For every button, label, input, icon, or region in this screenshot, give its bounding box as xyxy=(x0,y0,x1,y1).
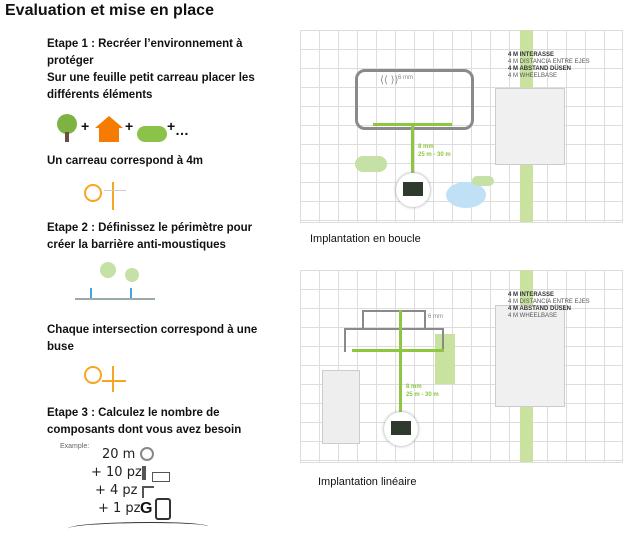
bush-icon xyxy=(137,126,167,142)
lightbulb-icon xyxy=(84,184,102,202)
lightbulb-icon xyxy=(84,366,102,384)
terrace xyxy=(322,370,360,444)
perimeter-illustration xyxy=(70,262,160,307)
example-line: + 10 pz xyxy=(91,465,142,480)
bush xyxy=(355,156,387,172)
step2-note: Chaque intersection correspond à une bus… xyxy=(47,324,258,353)
underline-stroke xyxy=(68,522,208,533)
step1-note: Un carreau correspond à 4m xyxy=(47,155,203,167)
intersection-icon xyxy=(80,362,130,394)
pipe-6mm-label: 6 mm xyxy=(398,75,413,81)
example-line: 20 m xyxy=(102,447,136,462)
elbow-icon xyxy=(142,486,154,498)
length-label: 25 m - 30 m xyxy=(406,392,439,398)
caption-loop: Implantation en boucle xyxy=(310,233,421,245)
nozzle-icon xyxy=(142,466,146,480)
hose-coil-icon xyxy=(140,447,154,461)
loop-pipe xyxy=(355,69,474,130)
grid-square-icon xyxy=(80,180,130,212)
more-text: … xyxy=(175,122,189,138)
example-label: Example: xyxy=(60,443,90,450)
building xyxy=(495,88,565,165)
example-line: + 1 pz xyxy=(98,501,141,516)
building xyxy=(495,305,565,407)
pump-station xyxy=(384,412,418,446)
pipe-branch xyxy=(344,328,444,352)
pump-unit-icon xyxy=(155,498,171,520)
connector-icon xyxy=(152,472,170,482)
tree-icon xyxy=(57,114,77,134)
step3-title: Etape 3 : Calculez le nombre de composan… xyxy=(47,407,242,436)
step2-title: Etape 2 : Définissez le périmètre pour c… xyxy=(47,222,253,251)
step1-title: Etape 1 : Recréer l’environnement à prot… xyxy=(47,38,243,67)
example-line: + 4 pz xyxy=(95,483,138,498)
caption-linear: Implantation linéaire xyxy=(318,476,417,488)
pipe-6mm-label: 6 mm xyxy=(428,314,443,320)
pipe-8mm-label: 8 mm xyxy=(406,384,422,390)
environment-icons: + + + … xyxy=(55,112,215,148)
length-label: 25 m - 30 m xyxy=(418,152,451,158)
loop-layout-diagram: ⟨⟨ ⟩⟩ 6 mm 8 mm 25 m - 30 m 4 M INTERASS… xyxy=(300,30,623,223)
step1-instruction: Sur une feuille petit carreau placer les… xyxy=(47,72,255,101)
hedge xyxy=(435,334,455,384)
pond xyxy=(446,182,486,208)
page-title: Evaluation et mise en place xyxy=(5,2,214,19)
pump-station xyxy=(396,173,430,207)
house-icon xyxy=(95,116,123,128)
pipe-branch xyxy=(362,310,426,330)
pipe-8mm-label: 8 mm xyxy=(418,144,434,150)
g-logo-icon: G xyxy=(140,500,153,517)
